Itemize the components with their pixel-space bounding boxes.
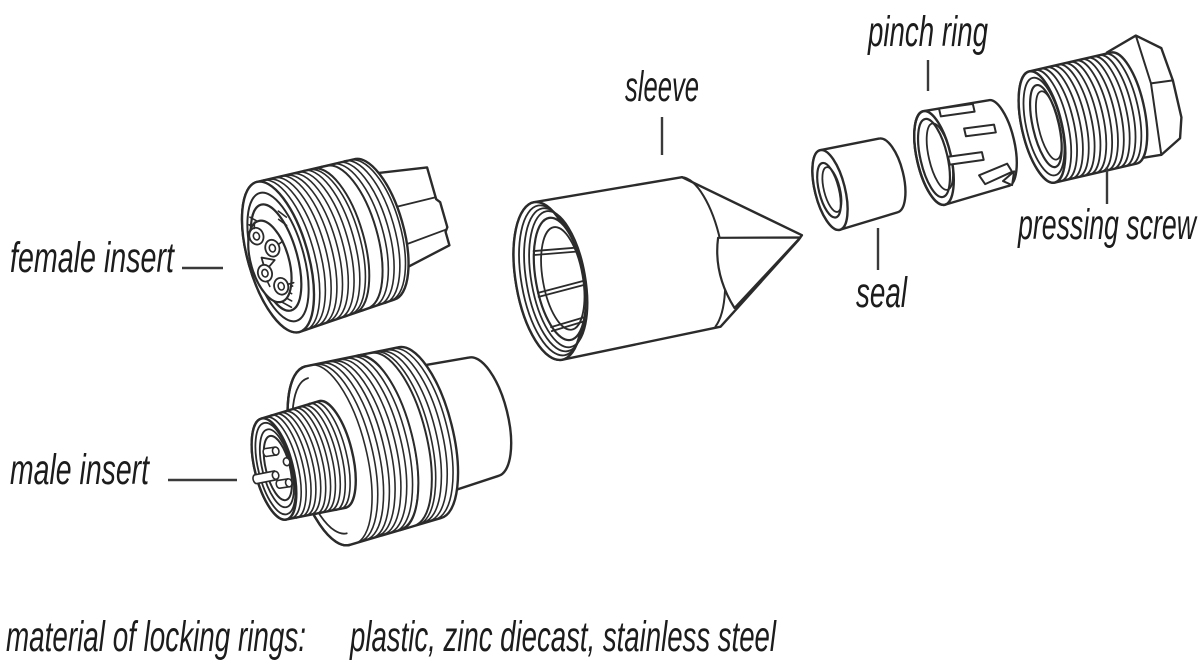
screw-bore-depth xyxy=(1035,90,1063,161)
sleeve-cone-facet xyxy=(716,236,802,310)
female-knurl-groove-band xyxy=(312,164,384,315)
male-knurl-groove-band xyxy=(356,351,433,532)
part-sleeve xyxy=(512,175,804,362)
pinch-ring-outer-rim xyxy=(913,109,955,207)
sleeve-inner-ribs xyxy=(532,246,587,333)
socket-pin-bore xyxy=(261,268,269,278)
socket-ticks xyxy=(253,221,295,288)
sleeve-bore-depth xyxy=(540,226,586,331)
label-sleeve: sleeve xyxy=(625,63,699,111)
pinch-ring-slot xyxy=(947,151,985,166)
label-pressing-screw: pressing screw xyxy=(1017,201,1198,249)
screw-front-chamfer xyxy=(1022,76,1066,177)
material-note-label: material of locking rings: xyxy=(6,613,306,661)
socket-pin-bore xyxy=(268,243,277,253)
socket-pin-bore xyxy=(252,231,261,241)
male-face-rim xyxy=(258,428,295,509)
part-pressing-screw xyxy=(1017,34,1183,184)
screw-hex-facet-lines xyxy=(1134,34,1174,156)
pin-tip xyxy=(282,456,291,467)
label-pinch-ring: pinch ring xyxy=(867,8,988,56)
female-socket-holes xyxy=(248,221,295,296)
label-seal: seal xyxy=(856,269,908,317)
sleeve-rim-ring-4 xyxy=(528,210,589,349)
pin-tip xyxy=(271,470,280,481)
part-seal xyxy=(811,137,907,232)
pin-tip xyxy=(271,446,280,456)
pin-tip xyxy=(284,478,293,488)
label-female-insert: female insert xyxy=(10,234,175,282)
part-pinch-ring xyxy=(913,98,1018,207)
pinch-ring-finger-tip xyxy=(1001,170,1016,187)
part-female-insert xyxy=(240,157,451,334)
material-note-value: plastic, zinc diecast, stainless steel xyxy=(349,613,777,661)
part-male-insert xyxy=(250,345,513,547)
pinch-ring-slot xyxy=(938,102,976,118)
pin-stub xyxy=(252,470,278,485)
male-pins xyxy=(252,446,293,489)
seal-hole-depth xyxy=(821,166,843,213)
label-male-insert: male insert xyxy=(10,446,150,494)
pinch-ring-slot xyxy=(963,123,997,138)
socket-pin-bore xyxy=(277,281,286,291)
